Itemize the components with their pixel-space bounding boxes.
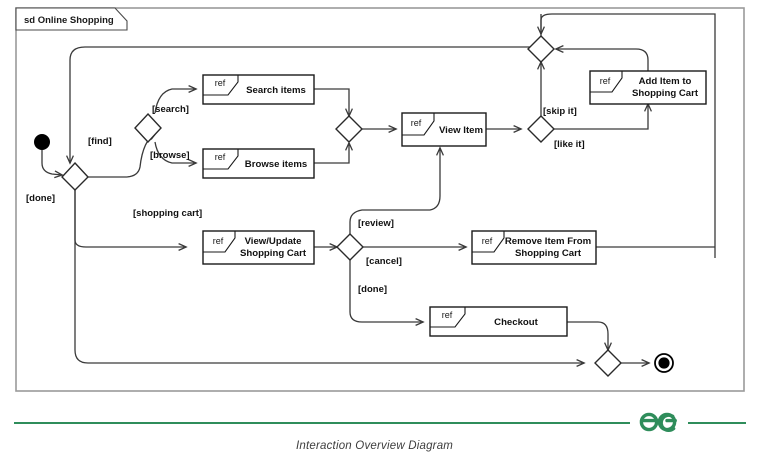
ref-keyword: ref	[482, 236, 493, 246]
ref-add-item-to-shopping-cart[interactable]: ref Add Item to Shopping Cart	[589, 70, 707, 105]
decision-like-skip	[527, 115, 555, 143]
frame-label: sd Online Shopping	[24, 15, 114, 26]
ref-browse-items[interactable]: ref Browse items	[202, 148, 315, 179]
edge-browse-to-browse-items	[154, 141, 196, 163]
ref-title-line1: Add Item to	[639, 76, 692, 87]
decision-search-browse	[134, 112, 162, 144]
guard-done-cart: [done]	[358, 284, 387, 295]
edge-review-to-view-item	[349, 148, 440, 234]
ref-keyword: ref	[411, 118, 422, 128]
interaction-overview-diagram: sd Online Shopping	[15, 7, 745, 392]
ref-remove-item-from-shopping-cart[interactable]: ref Remove Item From Shopping Cart	[471, 230, 597, 265]
ref-title-line1: Remove Item From	[505, 236, 591, 247]
edge-checkout-to-merge-end	[567, 321, 608, 350]
final-node	[658, 357, 670, 369]
edge-search-to-search-items	[154, 89, 196, 114]
edge-loop-back-to-decision	[70, 46, 541, 163]
guard-review: [review]	[358, 218, 394, 229]
merge-end	[594, 349, 622, 377]
ref-checkout[interactable]: ref Checkout	[429, 306, 568, 337]
edge-like-it-to-add-item	[554, 104, 648, 130]
edge-add-item-to-merge-top	[556, 49, 649, 71]
geeksforgeeks-logo-icon	[639, 412, 677, 433]
diagram-frame	[15, 7, 745, 392]
edge-browse-items-to-merge	[314, 143, 349, 164]
ref-view-item[interactable]: ref View Item	[401, 112, 487, 147]
merge-items	[335, 115, 363, 143]
divider-right	[688, 422, 746, 424]
edge-done-to-checkout	[349, 260, 423, 322]
edge-initial-to-decision	[41, 150, 62, 175]
decision-find	[61, 161, 89, 191]
merge-top	[527, 35, 555, 63]
ref-title-line1: View/Update	[245, 236, 302, 247]
ref-title: Search items	[246, 85, 306, 96]
ref-keyword: ref	[213, 236, 224, 246]
guard-like-it: [like it]	[554, 139, 585, 150]
ref-search-items[interactable]: ref Search items	[202, 74, 315, 105]
ref-title: Checkout	[494, 317, 539, 328]
edge-done-start-to-merge-end	[74, 190, 584, 363]
divider-left	[14, 422, 630, 424]
guard-browse: [browse]	[150, 150, 190, 161]
guard-search: [search]	[152, 104, 189, 115]
ref-keyword: ref	[215, 78, 226, 88]
ref-title: View Item	[439, 125, 483, 136]
ref-keyword: ref	[442, 310, 453, 320]
ref-keyword: ref	[600, 76, 611, 86]
ref-title-line2: Shopping Cart	[240, 248, 307, 259]
figure-caption: Interaction Overview Diagram	[296, 440, 454, 452]
ref-title-line2: Shopping Cart	[632, 88, 699, 99]
guard-skip-it: [skip it]	[543, 106, 577, 117]
ref-keyword: ref	[215, 152, 226, 162]
guard-cancel: [cancel]	[366, 256, 402, 267]
footer: Interaction Overview Diagram	[0, 400, 760, 465]
ref-title-line2: Shopping Cart	[515, 248, 582, 259]
guard-find: [find]	[88, 136, 112, 147]
ref-view-update-shopping-cart[interactable]: ref View/Update Shopping Cart	[202, 230, 315, 265]
edge-search-items-to-merge	[314, 88, 349, 116]
guard-shopping-cart: [shopping cart]	[133, 208, 202, 219]
frame-tab	[15, 7, 128, 31]
initial-node	[34, 134, 50, 150]
guard-done-start: [done]	[26, 193, 55, 204]
decision-cart-action	[336, 233, 364, 261]
ref-title: Browse items	[245, 159, 307, 170]
